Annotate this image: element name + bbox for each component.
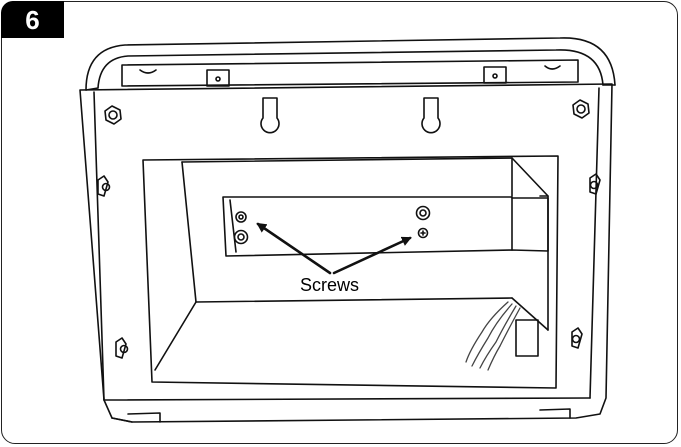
screw-icon <box>417 227 429 239</box>
top-plate <box>121 59 579 87</box>
top-handle-inner <box>97 49 604 89</box>
keyhole-left <box>260 97 280 134</box>
housing-outer <box>79 83 613 423</box>
step-number-badge: 6 <box>1 1 64 38</box>
keyhole-right <box>421 97 441 134</box>
screw-icon <box>235 211 247 223</box>
screws-label: Screws <box>300 275 359 295</box>
arrow-to-left-screw <box>256 222 332 275</box>
top-handle-outer <box>85 37 616 91</box>
cavity-opening <box>142 155 559 389</box>
mounting-plate <box>222 196 549 257</box>
arrow-to-right-screw <box>332 236 412 275</box>
